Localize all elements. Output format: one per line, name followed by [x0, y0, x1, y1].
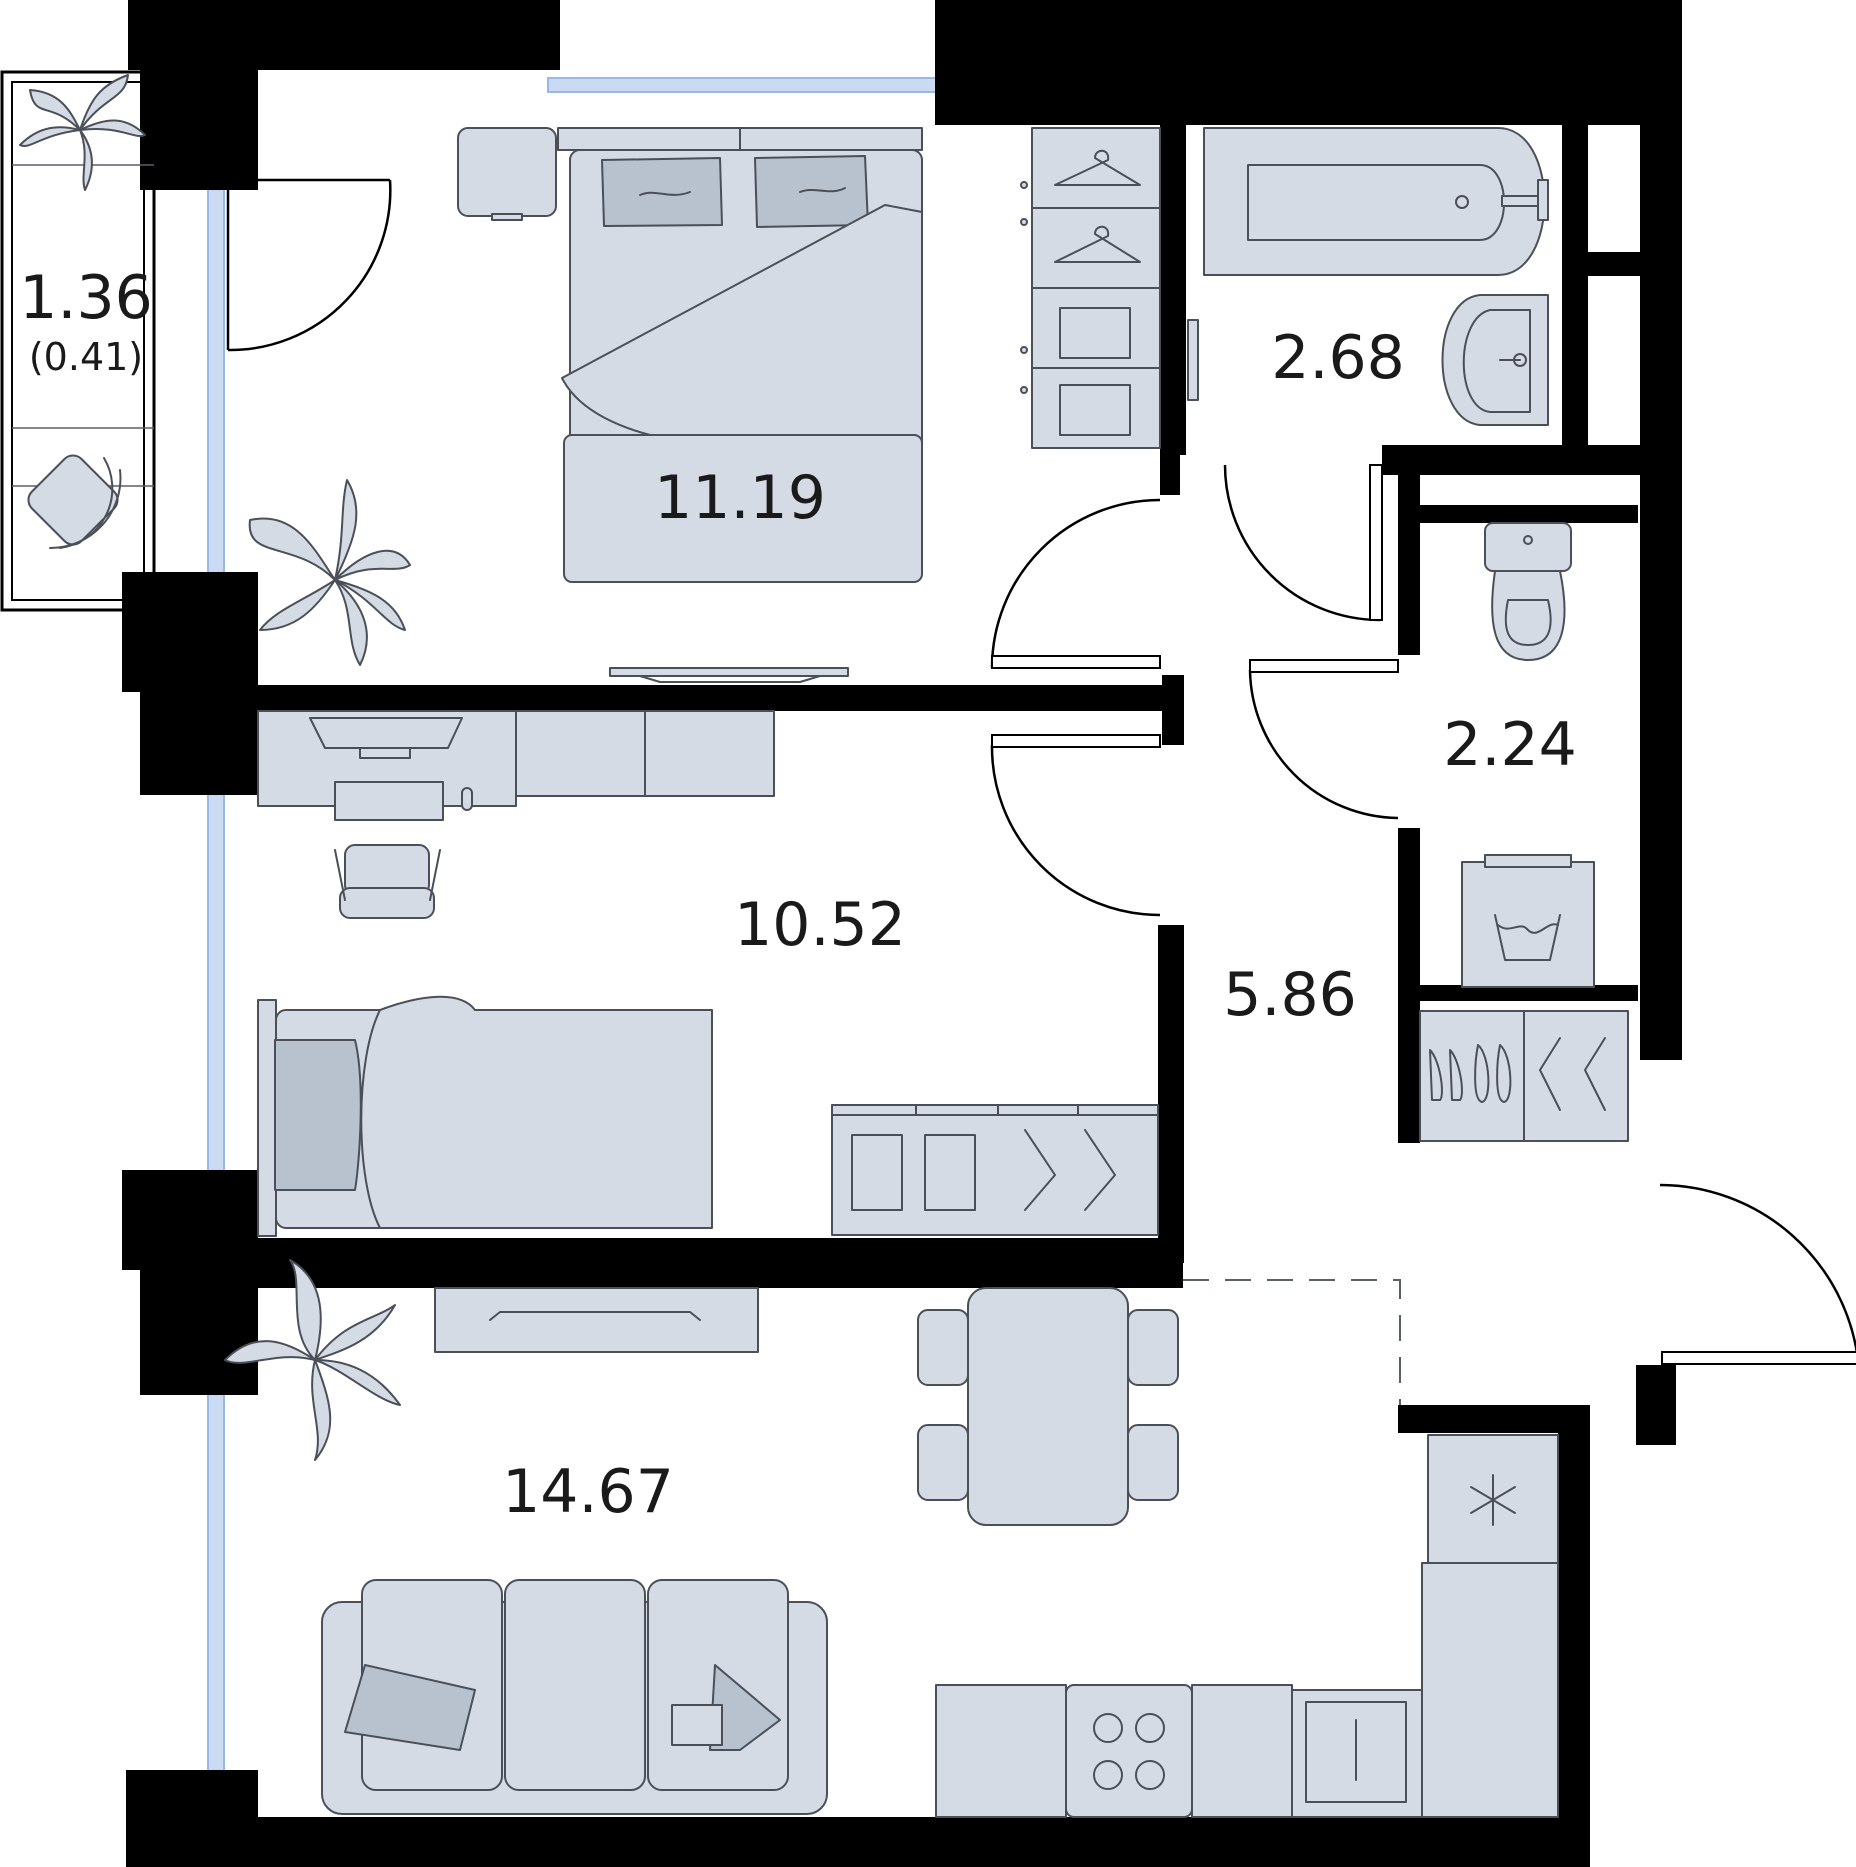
hanger-icon [1539, 1037, 1606, 1111]
walls [122, 0, 1682, 1867]
shoe-icon [1429, 1044, 1512, 1103]
doors [226, 178, 1856, 1365]
bathroom [1187, 127, 1549, 426]
windows [207, 77, 939, 1799]
living-kitchen [321, 1287, 1559, 1818]
second-bedroom [257, 710, 1159, 1237]
toilet [1419, 522, 1629, 1142]
bathroom-area-label: 2.68 [1271, 323, 1405, 393]
plant-icon [19, 74, 146, 191]
dining-chairs [917, 1309, 1179, 1501]
bedroom-area-label: 11.19 [654, 463, 826, 533]
bedroom [457, 127, 1161, 683]
plant-icon [224, 1259, 401, 1461]
plant-icon [248, 479, 411, 666]
area-labels: 1.36 (0.41) 11.19 2.68 2.24 10.52 5.86 1… [19, 263, 1577, 1527]
second-bedroom-area-label: 10.52 [734, 890, 906, 960]
balcony-area-label: 1.36 [19, 263, 153, 333]
balcony [0, 70, 156, 612]
washing-icon [1461, 854, 1595, 988]
living-kitchen-area-label: 14.67 [502, 1457, 674, 1527]
hallway-area-label: 5.86 [1223, 960, 1357, 1030]
balcony-reduced-area-label: (0.41) [29, 335, 143, 379]
hanger-icon [1024, 1129, 1116, 1211]
hanger-icon [1054, 149, 1141, 263]
toilet-area-label: 2.24 [1443, 710, 1577, 780]
snowflake-icon [1470, 1474, 1516, 1526]
